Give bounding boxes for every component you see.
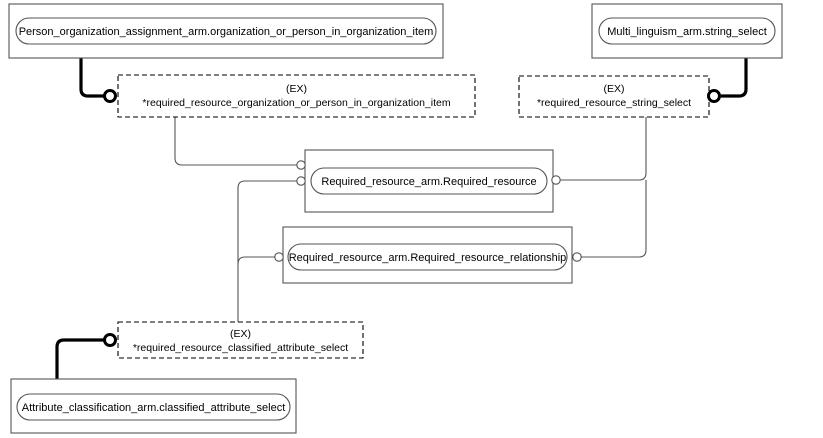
ex-node-required-resource-string-select[interactable]: (EX) *required_resource_string_select	[518, 75, 710, 118]
connector-attribute-to-ex-classified	[55, 338, 104, 379]
ex-marker-label: (EX)	[604, 83, 625, 95]
node-required-resource-arm-required-resource-relationship[interactable]: Required_resource_arm.Required_resource_…	[282, 226, 573, 284]
connector-endpoint-required-resource-right	[551, 175, 561, 185]
ex-node-required-resource-classified-attribute-select[interactable]: (EX) *required_resource_classified_attri…	[117, 321, 364, 359]
connector-relationship-to-ex-classified	[237, 256, 278, 265]
connector-endpoint-ex-org-left	[103, 89, 117, 103]
ex-node-label: *required_resource_classified_attribute_…	[133, 342, 348, 354]
ex-node-label: *required_resource_organization_or_perso…	[142, 97, 450, 109]
connector-endpoint-required-resource-left-lower	[296, 176, 306, 186]
node-required-resource-arm-required-resource[interactable]: Required_resource_arm.Required_resource	[304, 149, 554, 213]
connector-required-resource-to-ex-classified	[237, 180, 300, 322]
node-multi-linguism-arm[interactable]: Multi_linguism_arm.string_select	[591, 3, 783, 59]
ex-node-required-resource-organization-or-person-in-organization-item[interactable]: (EX) *required_resource_organization_or_…	[117, 74, 476, 118]
connector-required-resource-to-ex-string	[557, 117, 647, 181]
connector-person-to-ex-org	[79, 58, 104, 98]
connector-endpoint-required-resource-left-upper	[296, 160, 306, 170]
node-person-organization-assignment-arm[interactable]: Person_organization_assignment_arm.organ…	[8, 3, 444, 59]
connector-endpoint-relationship-right	[572, 252, 582, 262]
node-label: Person_organization_assignment_arm.organ…	[19, 26, 434, 38]
ex-marker-label: (EX)	[286, 83, 307, 95]
node-label: Required_resource_arm.Required_resource	[321, 176, 536, 188]
node-label: Attribute_classification_arm.classified_…	[22, 402, 286, 414]
connector-endpoint-relationship-left	[274, 252, 284, 262]
node-label: Multi_linguism_arm.string_select	[607, 26, 767, 38]
connector-endpoint-ex-string-right	[707, 89, 721, 103]
ex-marker-label: (EX)	[230, 328, 251, 340]
node-label: Required_resource_arm.Required_resource_…	[289, 252, 567, 264]
node-attribute-classification-arm[interactable]: Attribute_classification_arm.classified_…	[10, 378, 297, 434]
connector-relationship-to-ex-string	[578, 180, 647, 258]
connector-endpoint-ex-classified-left	[103, 333, 117, 347]
connector-ex-org-to-required-resource	[174, 117, 300, 166]
connector-multilinguism-to-ex-string	[721, 58, 748, 98]
ex-node-label: *required_resource_string_select	[537, 97, 691, 109]
